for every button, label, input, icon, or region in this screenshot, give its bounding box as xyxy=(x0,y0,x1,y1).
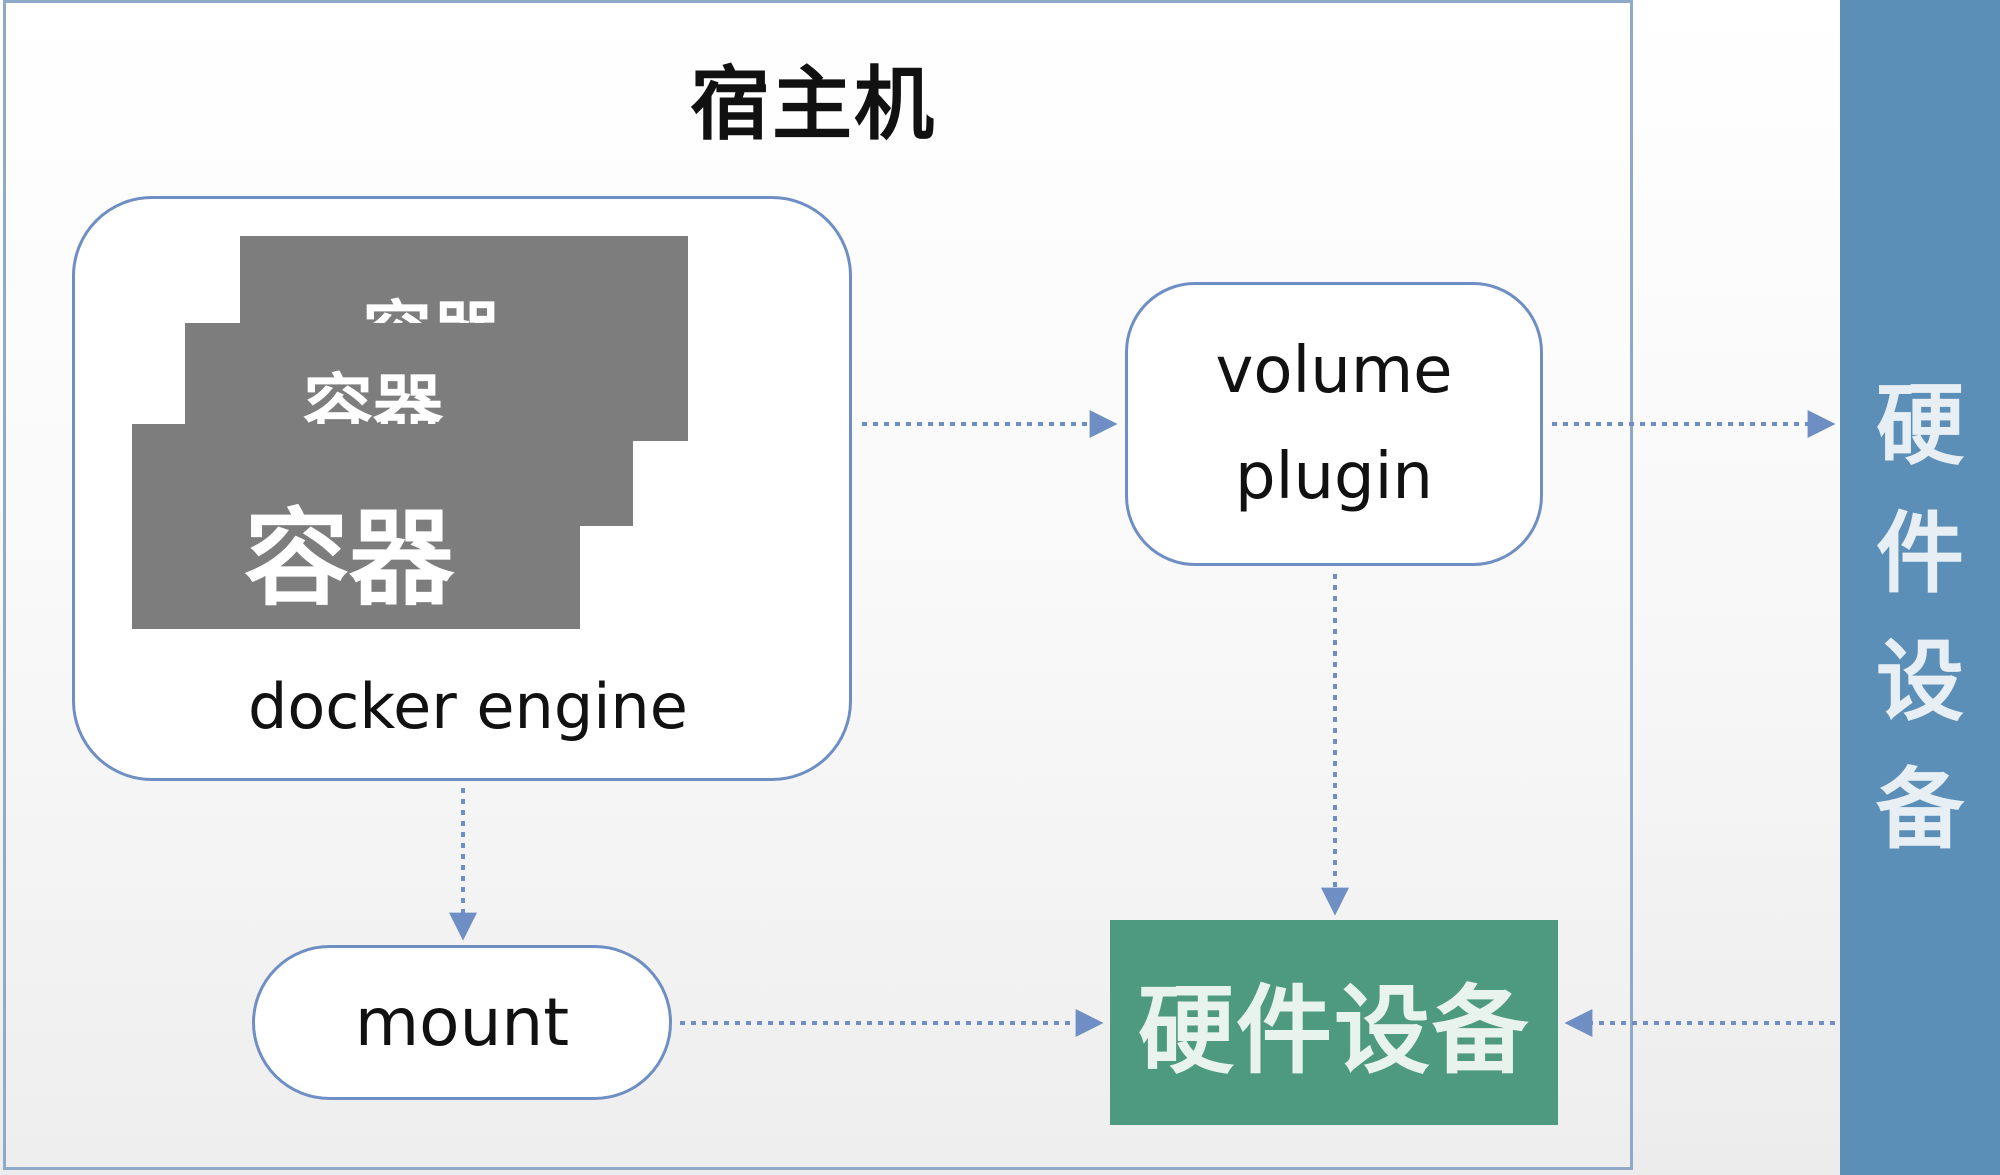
docker-engine-label: docker engine xyxy=(248,670,688,743)
container-label: 容器 xyxy=(244,498,455,620)
container-card-front: 容器 xyxy=(132,424,580,629)
hardware-device-inner-box: 硬件设备 xyxy=(1110,920,1558,1125)
mount-box: mount xyxy=(252,945,672,1100)
host-machine-title: 宿主机 xyxy=(690,58,936,151)
hardware-device-side-bar: 硬 件 设 备 xyxy=(1840,0,2000,1175)
mount-label: mount xyxy=(354,984,570,1061)
hardware-device-inner-label: 硬件设备 xyxy=(1138,975,1530,1087)
hardware-device-side-label: 硬 件 设 备 xyxy=(1875,374,1964,861)
